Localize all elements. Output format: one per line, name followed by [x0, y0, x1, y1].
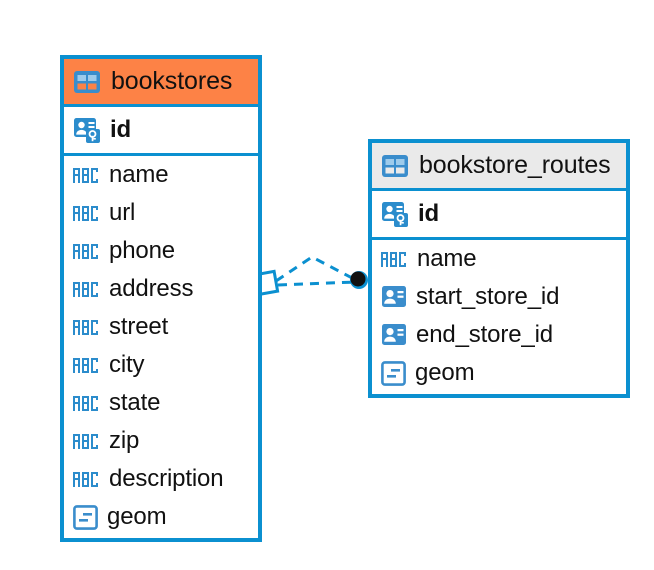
field-row[interactable]: phone: [64, 232, 258, 270]
field-label: street: [109, 313, 169, 340]
abc-icon: [73, 395, 100, 412]
abc-icon: [381, 251, 408, 268]
entity-bookstores-title: bookstores: [111, 67, 233, 95]
entity-bookstores-header[interactable]: bookstores: [64, 59, 258, 107]
entity-bookstore-routes[interactable]: bookstore_routes: [368, 139, 630, 398]
field-label: start_store_id: [416, 283, 560, 310]
field-label: geom: [415, 359, 475, 386]
field-row[interactable]: zip: [64, 422, 258, 460]
relationship-line-upper: [275, 255, 357, 283]
field-row[interactable]: city: [64, 346, 258, 384]
field-label: description: [109, 465, 224, 492]
field-label: name: [109, 161, 169, 188]
entity-bookstore-routes-primary-keys: id: [372, 191, 626, 240]
abc-icon: [73, 167, 100, 184]
field-row[interactable]: geom: [372, 354, 626, 392]
geom-icon: [73, 504, 98, 530]
primary-key-icon: [381, 200, 409, 228]
field-row[interactable]: state: [64, 384, 258, 422]
abc-icon: [73, 243, 100, 260]
entity-bookstores-primary-keys: id: [64, 107, 258, 156]
field-row[interactable]: street: [64, 308, 258, 346]
field-row[interactable]: start_store_id: [372, 278, 626, 316]
field-label: state: [109, 389, 161, 416]
table-icon: [381, 154, 409, 178]
field-label: city: [109, 351, 145, 378]
field-row[interactable]: name: [372, 240, 626, 278]
entity-bookstores[interactable]: bookstores: [60, 55, 262, 542]
abc-icon: [73, 319, 100, 336]
field-label: name: [417, 245, 477, 272]
primary-key-icon: [73, 116, 101, 144]
field-label: geom: [107, 503, 167, 530]
entity-bookstore-routes-fields: name start_store_id: [372, 240, 626, 394]
table-icon: [73, 70, 101, 94]
entity-bookstore-routes-header[interactable]: bookstore_routes: [372, 143, 626, 191]
geom-icon: [381, 360, 406, 386]
field-label: id: [110, 116, 132, 143]
field-row[interactable]: geom: [64, 498, 258, 536]
foreign-key-icon: [381, 284, 407, 310]
field-row[interactable]: end_store_id: [372, 316, 626, 354]
entity-bookstore-routes-title: bookstore_routes: [419, 151, 611, 179]
field-row[interactable]: description: [64, 460, 258, 498]
relationship-line-lower: [277, 280, 357, 287]
abc-icon: [73, 357, 100, 374]
field-row[interactable]: address: [64, 270, 258, 308]
field-label: zip: [109, 427, 140, 454]
field-label: end_store_id: [416, 321, 553, 348]
abc-icon: [73, 205, 100, 222]
filled-circle-marker[interactable]: [350, 271, 368, 289]
abc-icon: [73, 471, 100, 488]
field-row[interactable]: name: [64, 156, 258, 194]
foreign-key-icon: [381, 322, 407, 348]
field-label: phone: [109, 237, 175, 264]
field-row[interactable]: id: [372, 191, 626, 237]
field-label: id: [418, 200, 440, 227]
abc-icon: [73, 433, 100, 450]
field-row[interactable]: url: [64, 194, 258, 232]
abc-icon: [73, 281, 100, 298]
field-label: address: [109, 275, 194, 302]
field-row[interactable]: id: [64, 107, 258, 153]
entity-bookstores-fields: name: [64, 156, 258, 538]
field-label: url: [109, 199, 136, 226]
